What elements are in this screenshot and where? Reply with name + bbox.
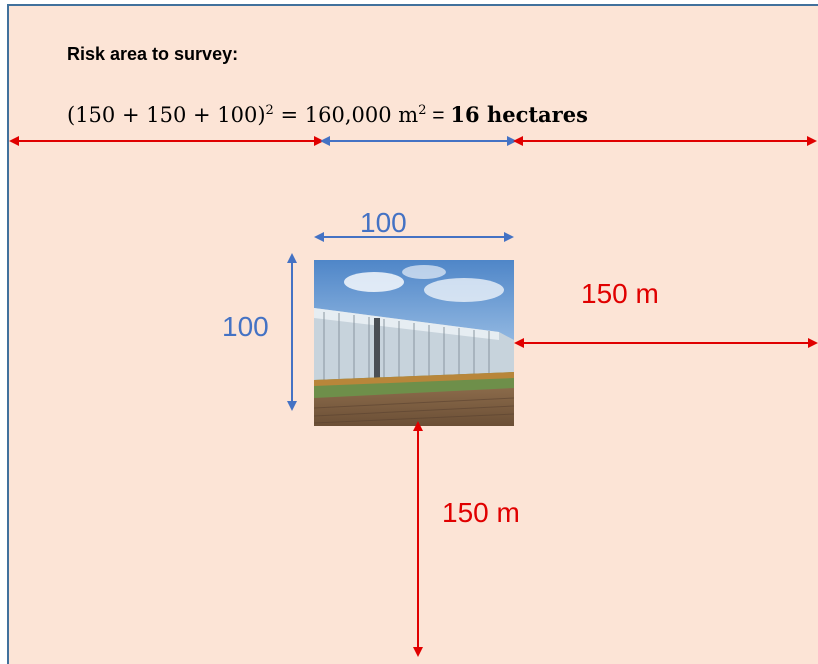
bottom-buffer-label: 150 m (442, 497, 520, 528)
width-label: 100 (360, 207, 407, 238)
equation-unit-exponent: 2 (418, 103, 427, 118)
area-equation: (150 + 150 + 100)2 = 160,000 m2 = 16 hec… (67, 102, 588, 128)
right-buffer-label: 150 m (581, 278, 659, 309)
equation-result: 16 hectares (450, 102, 588, 127)
diagram-title: Risk area to survey: (67, 44, 239, 64)
greenhouse-photo (314, 260, 514, 426)
equation-equals: = (426, 104, 451, 127)
equation-lhs-exponent: 2 (265, 103, 274, 118)
height-label: 100 (222, 311, 269, 342)
equation-middle: = 160,000 m (273, 103, 419, 127)
equation-lhs: (150 + 150 + 100) (67, 103, 266, 127)
